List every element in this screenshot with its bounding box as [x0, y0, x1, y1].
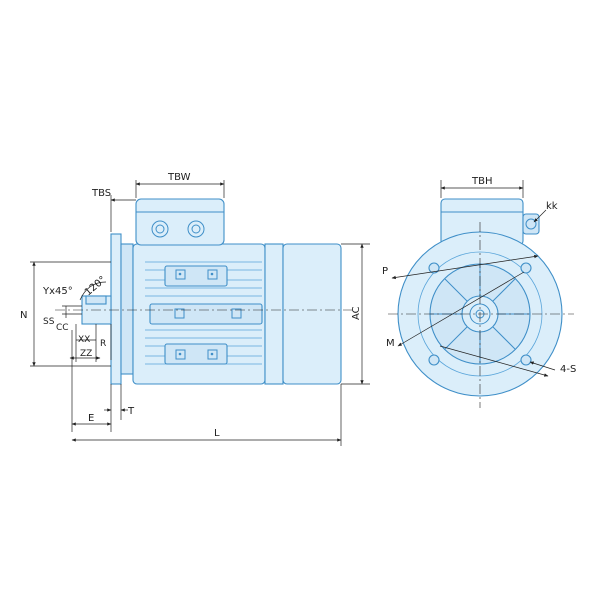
flange-plate: [110, 233, 122, 385]
fan-cover-ring: [264, 243, 284, 385]
label-r: R: [100, 339, 106, 349]
label-tbs: TBS: [91, 188, 111, 199]
label-y45: Yx45°: [42, 286, 73, 297]
front-view: [388, 198, 574, 408]
flange-spigot: [120, 243, 134, 375]
front-cable-gland: [522, 213, 540, 235]
boss-bolts: [174, 269, 242, 360]
middle-boss: [149, 303, 263, 325]
lower-boss: [164, 343, 228, 365]
label-e: E: [88, 413, 94, 424]
upper-boss: [164, 265, 228, 287]
side-view: [55, 198, 355, 385]
label-ac: AC: [351, 306, 362, 320]
label-zz: ZZ: [80, 349, 92, 359]
label-p: P: [382, 266, 388, 277]
label-m: M: [386, 338, 395, 349]
label-l: L: [214, 428, 220, 439]
label-xx: XX: [78, 335, 90, 345]
fan-cover: [282, 243, 342, 385]
label-4s: 4-S: [560, 364, 576, 375]
front-dimensions: TBH kk P M 4-S: [382, 176, 576, 377]
cable-gland-2: [187, 220, 205, 238]
label-kk: kk: [546, 201, 558, 212]
label-n: N: [20, 310, 27, 321]
terminal-box: [135, 198, 225, 246]
label-t: T: [127, 406, 135, 417]
label-angle120: 120°: [83, 274, 109, 298]
label-tbw: TBW: [167, 172, 191, 183]
label-tbh: TBH: [471, 176, 493, 187]
label-ss: SS: [43, 317, 55, 327]
shaft-key: [85, 295, 107, 305]
cable-gland-1: [151, 220, 169, 238]
label-cc: CC: [56, 323, 69, 333]
